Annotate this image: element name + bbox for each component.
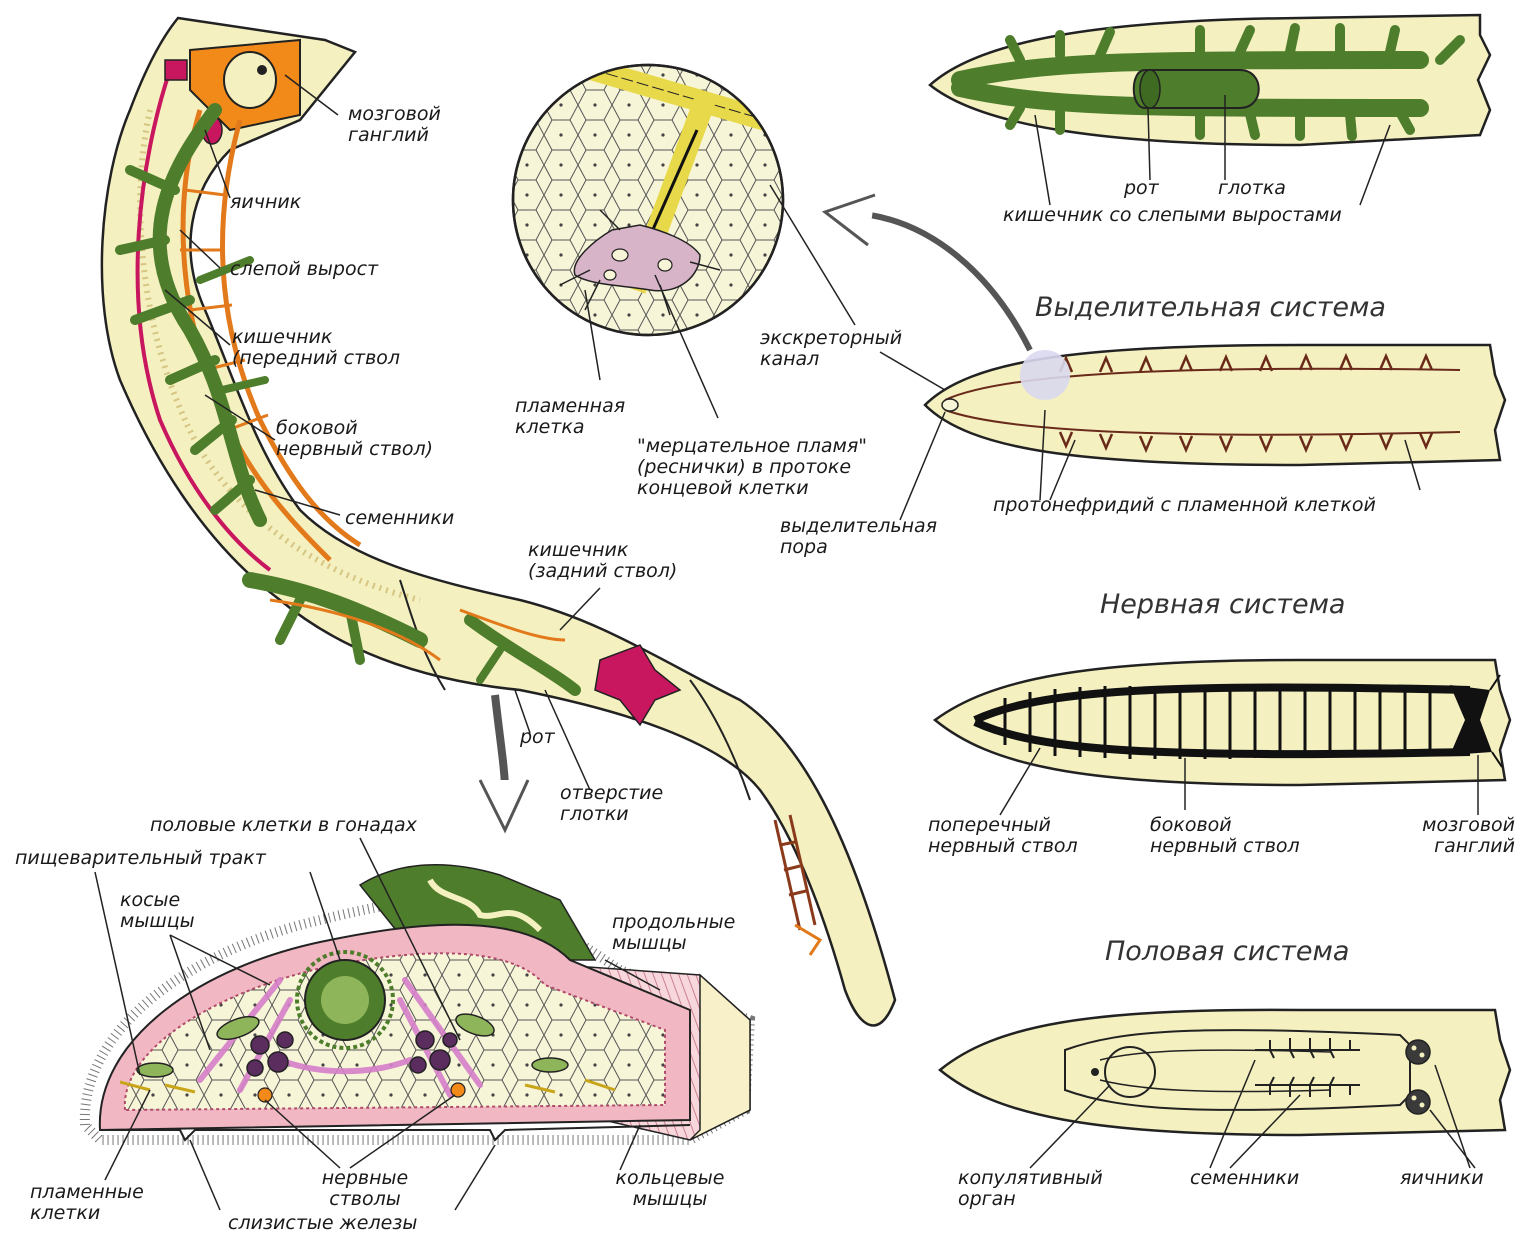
label-testes: семенники: [345, 508, 454, 529]
reproductive-system: [940, 1010, 1510, 1168]
label-nervous-ganglion: мозговой ганглий: [1400, 815, 1515, 857]
label-digestive-mouth: рот: [1124, 178, 1159, 199]
label-copulatory-organ: копулятивный орган: [958, 1168, 1103, 1210]
label-reproductive-testes: семенники: [1190, 1168, 1299, 1189]
label-excretory-canal: экскреторный канал: [760, 328, 902, 370]
label-digestive-intestine: кишечник со слепыми выростами: [1003, 205, 1342, 226]
digestive-system: [930, 15, 1490, 205]
label-protonephridium: протонефридий с пламенной клеткой: [993, 495, 1376, 516]
label-flame-cell: пламенная клетка: [515, 396, 625, 438]
label-oblique-muscles: косые мышцы: [120, 890, 195, 932]
heading-excretory: Выделительная система: [1035, 293, 1386, 323]
label-nerve-trunks: нервные стволы: [305, 1168, 425, 1210]
magnify-spot: [1020, 350, 1070, 400]
label-brain-ganglion: мозговой ганглий: [348, 104, 441, 146]
label-ovaries: яичники: [1400, 1168, 1484, 1189]
label-blind-outgrowth: слепой вырост: [230, 259, 378, 280]
label-mouth: рот: [520, 727, 555, 748]
label-digestive-pharynx: глотка: [1218, 178, 1286, 199]
arrow-to-section: [495, 695, 505, 790]
label-lateral-nerve-cord: боковой нервный ствол): [276, 418, 433, 460]
label-mucous-glands: слизистые железы: [228, 1213, 417, 1234]
label-intestine-back: кишечник (задний ствол): [528, 540, 677, 582]
nervous-system: [935, 660, 1510, 815]
label-longitudinal-muscles: продольные мышцы: [612, 912, 735, 954]
label-germ-cells: половые клетки в гонадах: [150, 815, 417, 836]
heading-nervous: Нервная система: [1100, 590, 1345, 620]
label-ciliary-flame: "мерцательное пламя" (реснички) в проток…: [637, 436, 867, 499]
label-digestive-tract: пищеварительный тракт: [15, 848, 266, 869]
label-lateral-nerve: боковой нервный ствол: [1150, 815, 1300, 857]
label-intestine-front: кишечник (передний ствол: [232, 327, 400, 369]
label-circular-muscles: кольцевые мышцы: [600, 1168, 740, 1210]
label-ovary: яичник: [230, 192, 301, 213]
label-excretory-pore: выделительная пора: [780, 516, 937, 558]
label-flame-cells: пламенные клетки: [30, 1182, 144, 1224]
label-transverse-nerve: поперечный нервный ствол: [928, 815, 1078, 857]
heading-reproductive: Половая система: [1105, 937, 1349, 967]
label-pharynx-opening: отверстие глотки: [560, 783, 663, 825]
